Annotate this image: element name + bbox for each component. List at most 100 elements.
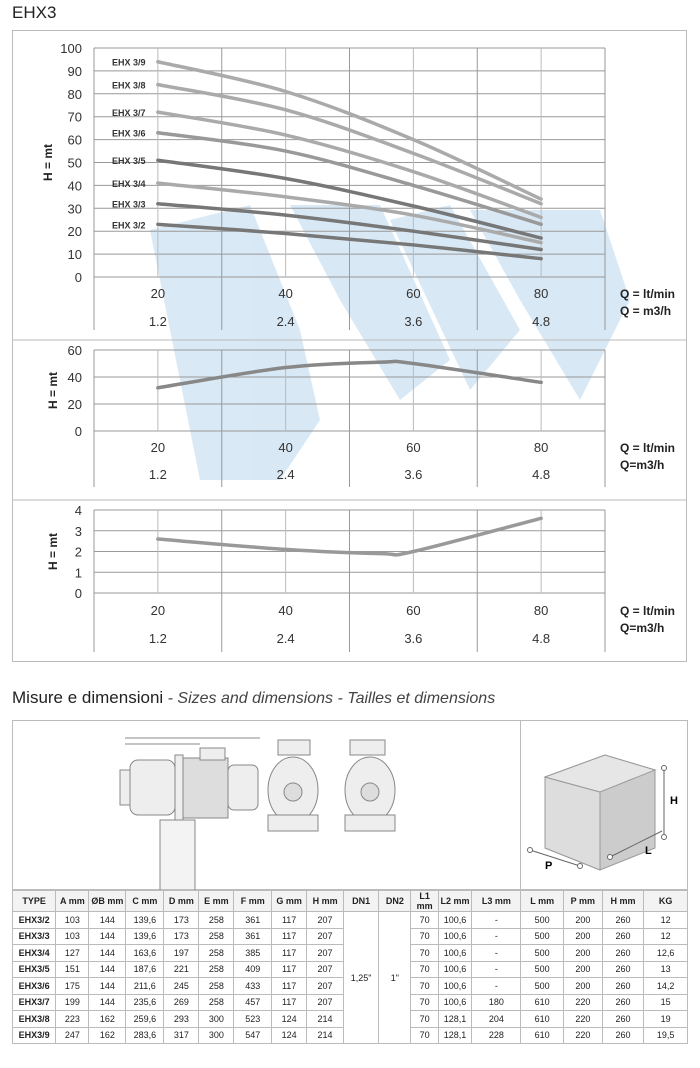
table-cell: 187,6 [125,960,165,978]
dn2-cell: 1" [378,911,412,1044]
table-cell: 200 [562,960,603,978]
x-tick-label: 40 [278,286,292,301]
y-tick-label: 90 [68,64,82,79]
table-cell: 173 [163,927,200,945]
type-cell: EHX3/9 [11,1026,57,1044]
x-tick-label-m3h: 4.8 [532,467,550,482]
x-axis-label: Q = lt/min [620,604,675,618]
table-cell: 70 [410,960,439,978]
column-header: L mm [520,890,564,912]
table-cell: 260 [601,911,645,929]
series-line [156,82,543,206]
table-cell: 258 [198,977,235,995]
x-axis-label-2: Q=m3/h [620,458,664,472]
table-cell: 127 [55,944,90,962]
table-cell: 385 [233,944,273,962]
y-tick-label: 10 [68,247,82,262]
series-line [156,130,543,227]
x-tick-label-m3h: 2.4 [277,467,295,482]
table-cell: 70 [410,927,439,945]
series-line [156,359,543,390]
table-cell: 199 [55,993,90,1011]
table-cell: 117 [271,977,308,995]
y-tick-label: 0 [75,424,82,439]
x-tick-label: 60 [406,603,420,618]
x-tick-label: 60 [406,286,420,301]
y-tick-label: 40 [68,370,82,385]
table-cell: 180 [471,993,522,1011]
table-cell: 200 [562,977,603,995]
watermark-shape [150,205,320,480]
table-cell: 207 [306,993,344,1011]
table-cell: 100,6 [437,944,473,962]
table-cell: 293 [163,1010,200,1028]
series-label: EHX 3/5 [112,156,146,166]
table-cell: 12 [643,911,688,929]
box-label-l: L [645,845,652,857]
x-tick-label: 40 [278,440,292,455]
table-cell: 19 [643,1010,688,1028]
table-cell: 258 [198,911,235,929]
pump-side-drawing [119,737,260,890]
table-cell: 100,6 [437,911,473,929]
x-tick-label: 80 [534,603,548,618]
y-tick-label: 20 [68,397,82,412]
drawing-divider [520,720,521,890]
table-cell: 260 [601,993,645,1011]
x-tick-label-m3h: 3.6 [404,314,422,329]
table-cell: 128,1 [437,1010,473,1028]
y-tick-label: 0 [75,270,82,285]
watermark-shape [390,205,520,390]
type-cell: EHX3/3 [11,927,57,945]
table-cell: 260 [601,977,645,995]
table-cell: 207 [306,927,344,945]
table-cell: 117 [271,927,308,945]
x-tick-label: 20 [151,603,165,618]
table-cell: 361 [233,911,273,929]
table-cell: 200 [562,927,603,945]
table-cell: 207 [306,944,344,962]
table-cell: 500 [520,977,564,995]
section-title: Misure e dimensioni [12,688,164,707]
table-cell: 523 [233,1010,273,1028]
y-axis-label: H = mt [46,372,60,409]
table-cell: 100,6 [437,960,473,978]
y-tick-label: 80 [68,87,82,102]
y-tick-label: 0 [75,586,82,601]
table-cell: 500 [520,960,564,978]
y-tick-label: 3 [75,524,82,539]
table-cell: 220 [562,1010,603,1028]
technical-drawing: H L P [119,737,678,890]
x-tick-label: 60 [406,440,420,455]
table-cell: - [471,977,522,995]
column-header: P mm [562,890,603,912]
y-tick-label: 30 [68,201,82,216]
table-cell: 163,6 [125,944,165,962]
table-cell: 220 [562,1026,603,1044]
x-axis-label-2: Q = m3/h [620,304,671,318]
series-label: EHX 3/7 [112,108,146,118]
y-tick-label: 4 [75,503,82,518]
series-label: EHX 3/3 [112,200,146,210]
pump-front-drawing [267,739,396,832]
type-cell: EHX3/2 [11,911,57,929]
dn1-cell: 1,25" [342,911,380,1044]
table-cell: 214 [306,1010,344,1028]
table-cell: 207 [306,977,344,995]
table-cell: 260 [601,1010,645,1028]
column-header: A mm [55,890,90,912]
table-cell: 228 [471,1026,522,1044]
table-cell: 162 [88,1010,127,1028]
x-tick-label-m3h: 2.4 [277,631,295,646]
x-tick-label: 80 [534,286,548,301]
table-cell: 117 [271,944,308,962]
series-label: EHX 3/2 [112,220,146,230]
y-tick-label: 50 [68,156,82,171]
series-line [156,158,543,240]
table-cell: 200 [562,911,603,929]
